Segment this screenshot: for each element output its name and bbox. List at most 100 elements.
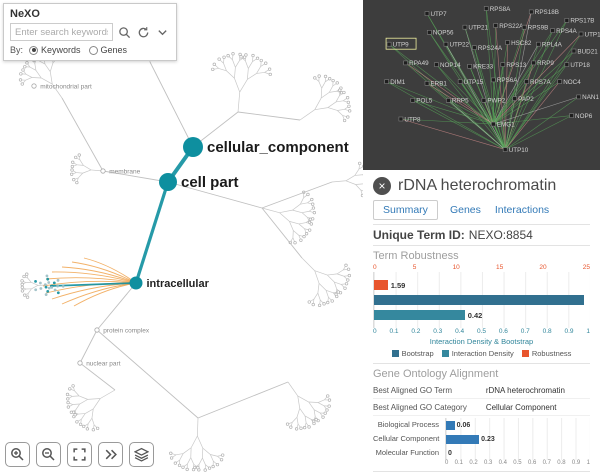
tree-node[interactable] <box>31 83 37 89</box>
chevron-down-icon[interactable] <box>154 24 170 40</box>
layers-button[interactable] <box>129 442 154 467</box>
network-node[interactable] <box>578 31 584 37</box>
tree-node-label: nuclear part <box>86 361 121 368</box>
network-node-label: ERB1 <box>430 81 447 88</box>
network-node[interactable] <box>446 98 451 103</box>
tree-node[interactable] <box>159 173 177 191</box>
refresh-icon[interactable] <box>135 24 151 40</box>
go-category-label: Cellular Component <box>373 434 440 443</box>
tree-node[interactable] <box>129 276 143 290</box>
network-node[interactable] <box>500 62 506 67</box>
radio-circle-icon <box>29 45 39 55</box>
go-bar-row: 0.23 <box>446 432 590 446</box>
network-node[interactable] <box>564 18 570 23</box>
network-node[interactable] <box>410 98 416 103</box>
double-chevron-icon <box>103 447 118 462</box>
network-node[interactable] <box>403 60 408 66</box>
network-node[interactable] <box>386 41 392 47</box>
network-node[interactable] <box>550 28 555 33</box>
tree-node[interactable] <box>183 137 203 157</box>
network-node[interactable] <box>571 48 577 54</box>
network-node[interactable] <box>528 9 534 15</box>
search-input[interactable] <box>10 23 113 41</box>
network-node[interactable] <box>505 40 510 45</box>
network-node-label: NOP56 <box>433 30 454 37</box>
radio-label: Keywords <box>41 45 81 55</box>
bar-robustness: 1.59 <box>374 280 590 290</box>
zoom-out-button[interactable] <box>36 442 61 467</box>
legend-item: Bootstrap <box>391 349 434 358</box>
network-node[interactable] <box>564 62 570 67</box>
network-node[interactable] <box>557 79 563 84</box>
tree-node-label: intracellular <box>147 278 210 290</box>
unique-term-label: Unique Term ID: <box>373 228 465 242</box>
network-node-label: EMG1 <box>497 121 515 128</box>
network-node[interactable] <box>536 41 541 47</box>
network-node[interactable] <box>524 79 529 84</box>
search-icon[interactable] <box>116 24 132 40</box>
network-node-label: NAN1 <box>582 94 599 101</box>
network-node-label: UTP10 <box>509 147 529 154</box>
tree-node[interactable] <box>100 168 106 174</box>
network-node[interactable] <box>491 77 496 83</box>
network-node[interactable] <box>531 60 536 66</box>
network-node[interactable] <box>576 94 581 100</box>
app-title: NeXO <box>10 8 40 20</box>
go-bar-row: 0 <box>448 449 452 457</box>
network-node-label: RPS13 <box>506 62 526 69</box>
go-category-label: Biological Process <box>377 420 439 429</box>
fit-screen-button[interactable] <box>67 442 92 467</box>
legend-item: Robustness <box>521 349 571 358</box>
network-node[interactable] <box>424 81 430 86</box>
close-icon[interactable]: × <box>373 177 391 195</box>
network-node[interactable] <box>491 121 496 127</box>
radio-genes[interactable]: Genes <box>88 45 127 55</box>
tree-node[interactable] <box>77 360 83 366</box>
network-node[interactable] <box>457 79 463 84</box>
tree-node[interactable] <box>94 327 100 333</box>
network-node-label: RPL4A <box>542 42 563 49</box>
tab-summary[interactable]: Summary <box>373 200 438 220</box>
network-node[interactable] <box>493 23 499 28</box>
network-node[interactable] <box>569 113 574 118</box>
network-node[interactable] <box>462 24 468 30</box>
network-node[interactable] <box>521 24 527 30</box>
network-node-label: UTP18 <box>570 62 590 69</box>
network-node-label: UTP13 <box>585 31 600 38</box>
tree-node-label: cell part <box>181 174 239 191</box>
network-node[interactable] <box>434 62 439 67</box>
network-node[interactable] <box>481 98 487 103</box>
search-by-options: Keywords Genes <box>29 45 127 55</box>
network-node-label: NOC4 <box>563 79 581 86</box>
network-node[interactable] <box>512 96 517 101</box>
network-node-label: RRP9 <box>537 60 554 67</box>
network-node[interactable] <box>384 79 390 84</box>
network-node[interactable] <box>483 6 489 11</box>
network-node-label: RPA49 <box>409 60 429 67</box>
network-node[interactable] <box>443 41 449 47</box>
network-node[interactable] <box>472 45 477 50</box>
network-node[interactable] <box>398 116 404 122</box>
network-node[interactable] <box>502 147 508 152</box>
network-node[interactable] <box>424 11 430 16</box>
tab-genes[interactable]: Genes <box>449 204 481 216</box>
unique-term-value: NEXO:8854 <box>468 228 533 242</box>
network-node[interactable] <box>427 29 432 35</box>
radio-keywords[interactable]: Keywords <box>29 45 81 55</box>
network-node-label: UTP21 <box>468 25 488 32</box>
zoom-in-button[interactable] <box>5 442 30 467</box>
network-node[interactable] <box>467 64 472 69</box>
double-chevron-button[interactable] <box>98 442 123 467</box>
tab-interactions[interactable]: Interactions <box>494 204 550 216</box>
network-node-label: RPS22A <box>499 23 524 30</box>
